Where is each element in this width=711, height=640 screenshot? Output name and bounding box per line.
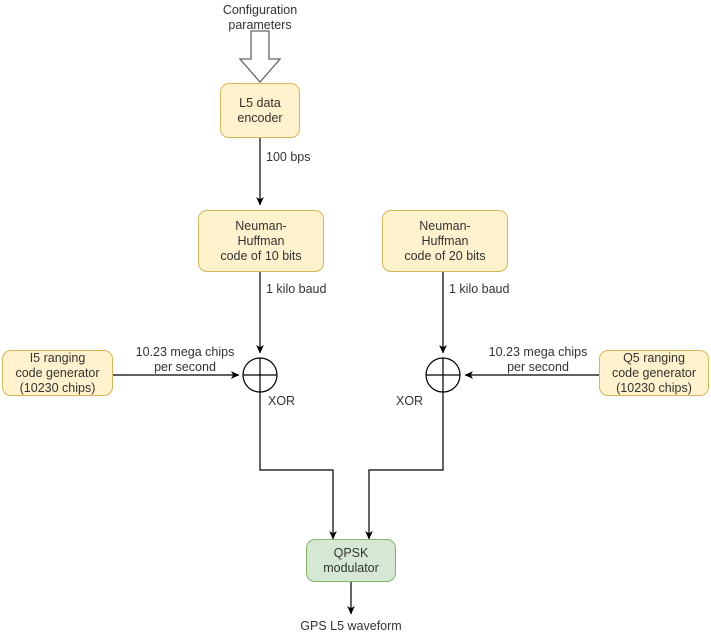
node-nh-code-10-bits[interactable]: Neuman- Huffman code of 10 bits [198,210,324,272]
xor-right-label: XOR [396,394,424,408]
edge-label-chips-left: 10.23 mega chips per second [135,345,235,374]
edge-label-1-kilo-baud-left: 1 kilo baud [266,282,327,296]
edge-label-100-bps: 100 bps [266,150,311,164]
node-nh-code-20-bits[interactable]: Neuman- Huffman code of 20 bits [382,210,508,272]
edge-label-1-kilo-baud-right: 1 kilo baud [449,282,510,296]
wire-xor-right-to-qpsk [365,392,444,540]
configuration-parameters-label: Configuration parameters [222,3,298,32]
xor-left-symbol [242,357,278,393]
wire-xor-left-to-qpsk [259,392,337,540]
xor-left-label: XOR [268,394,296,408]
node-qpsk-modulator[interactable]: QPSK modulator [306,539,396,582]
output-waveform-label: GPS L5 waveform [300,619,402,633]
node-q5-ranging-generator[interactable]: Q5 ranging code generator (10230 chips) [599,350,709,396]
xor-right-symbol [425,357,461,393]
node-l5-data-encoder[interactable]: L5 data encoder [220,83,300,138]
edge-label-chips-right: 10.23 mega chips per second [488,345,588,374]
node-i5-ranging-generator[interactable]: I5 ranging code generator (10230 chips) [2,350,113,396]
configuration-parameters-block-arrow [238,30,282,83]
